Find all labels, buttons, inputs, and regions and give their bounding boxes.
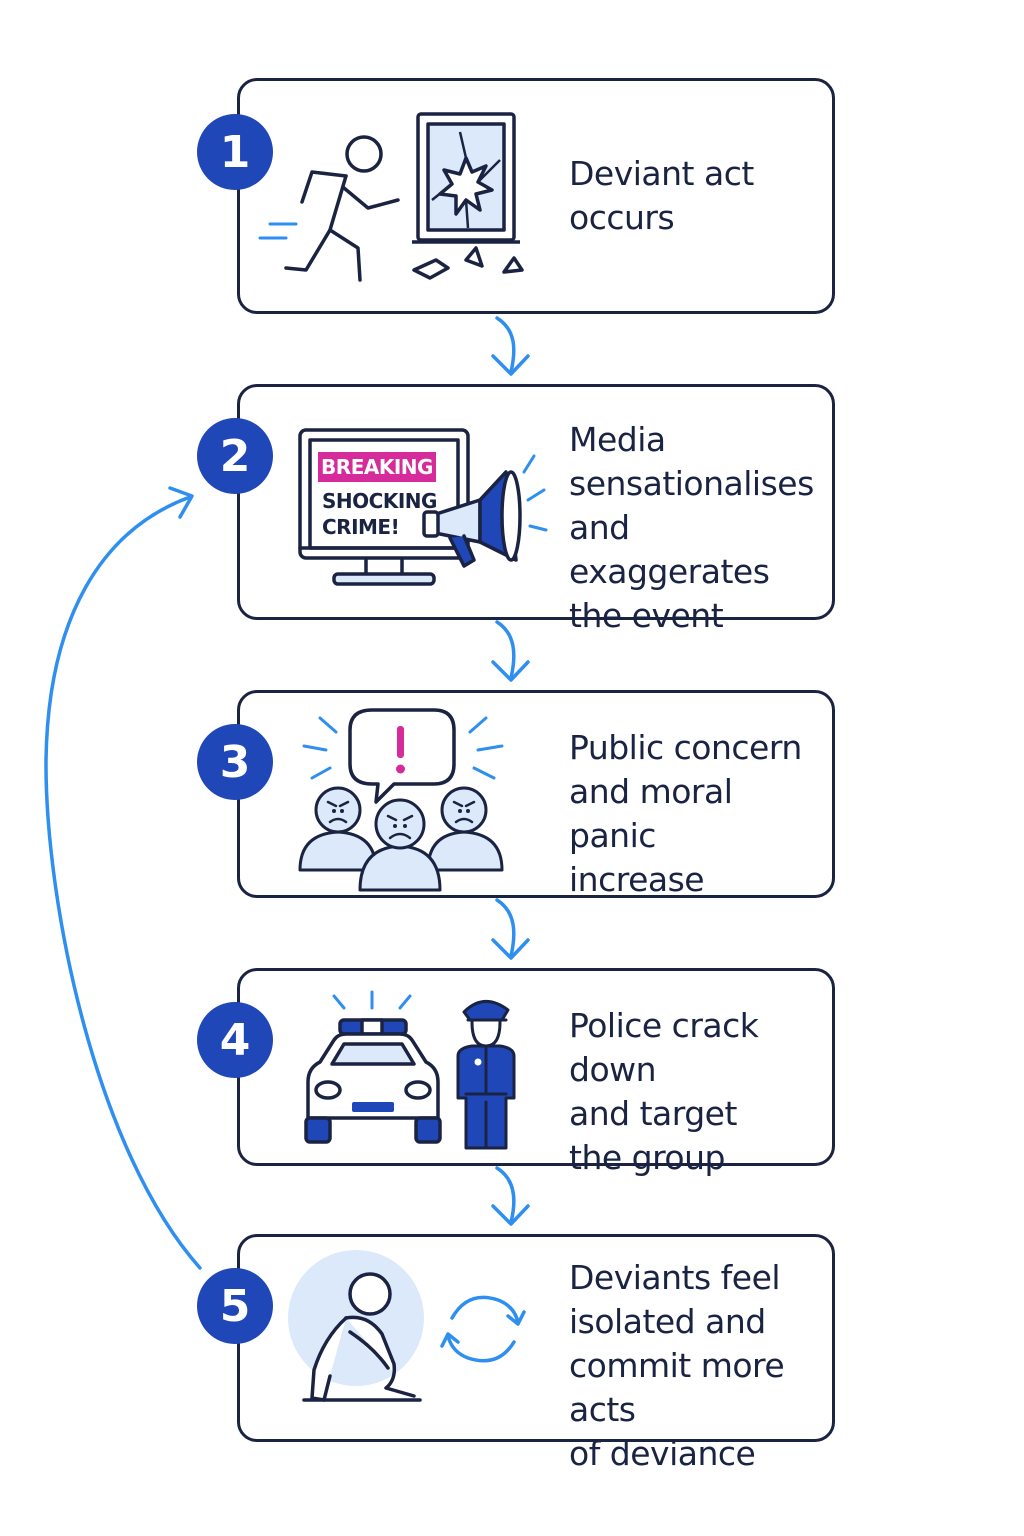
step-badge-5: 5 (197, 1268, 273, 1344)
down-arrow-3-4 (491, 898, 530, 960)
headline-text: SHOCKING CRIME! (322, 489, 437, 539)
police-car-icon (304, 990, 442, 1144)
police-officer-icon (456, 1000, 516, 1150)
sad-person-icon (288, 1250, 424, 1402)
breaking-label: BREAKING (318, 452, 436, 482)
down-arrow-1-2 (491, 316, 530, 376)
angry-crowd-icon (298, 786, 504, 892)
down-arrow-2-3 (491, 620, 530, 682)
step-card-1 (237, 78, 835, 314)
step-text-4: Police crack down and target the group (569, 1006, 759, 1177)
alarm-bubble-icon (302, 708, 504, 804)
step-badge-1: 1 (197, 114, 273, 190)
running-person-icon (258, 135, 400, 282)
step-badge-4: 4 (197, 1002, 273, 1078)
step-badge-3: 3 (197, 724, 273, 800)
step-text-3: Public concern and moral panic increase (569, 728, 802, 899)
megaphone-icon (422, 454, 548, 568)
step-text-2: Media sensationalises and exaggerates th… (569, 420, 814, 635)
cycle-arrows-icon (440, 1295, 526, 1363)
step-badge-2: 2 (197, 418, 273, 494)
loop-back-arrow (44, 486, 202, 1270)
step-text-5: Deviants feel isolated and commit more a… (569, 1258, 785, 1473)
broken-window-icon (412, 112, 524, 280)
step-text-1: Deviant act occurs (569, 154, 754, 237)
down-arrow-4-5 (491, 1166, 530, 1226)
